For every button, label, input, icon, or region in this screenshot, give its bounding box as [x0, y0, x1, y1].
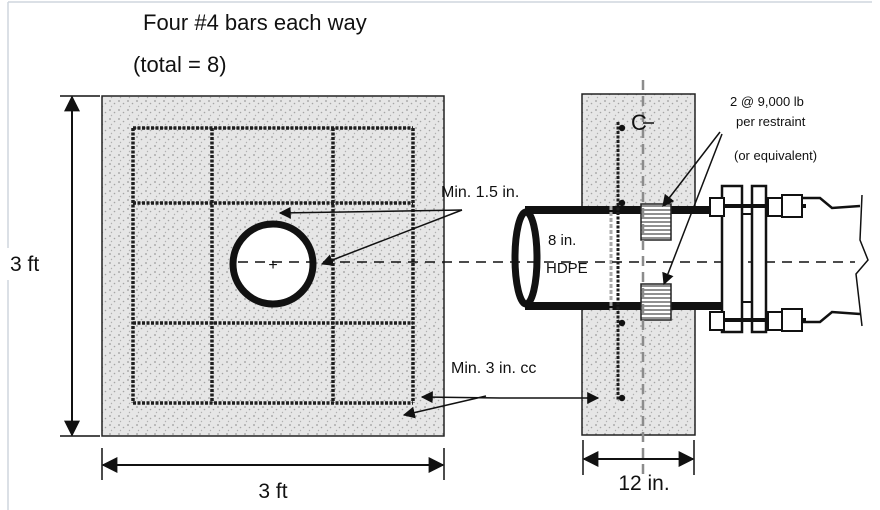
pipe-material-label: HDPE	[546, 260, 588, 277]
pipe-interior	[527, 214, 640, 302]
restraint-label-line-2: per restraint	[736, 114, 806, 129]
pipe-size-label: 8 in.	[548, 232, 576, 249]
leader-min-clear-2	[320, 209, 463, 266]
bolt-head-top	[781, 194, 803, 218]
title-line-1: Four #4 bars each way	[143, 10, 367, 35]
leader-restraint-bottom	[662, 133, 723, 286]
bolt-nut-top-right	[767, 197, 783, 217]
restraint-top	[640, 203, 672, 241]
pipe-opening	[229, 220, 317, 308]
center-mark: +	[268, 257, 277, 274]
bolt-nut-top-left	[709, 197, 725, 217]
min-spacing-label: Min. 3 in. cc	[451, 360, 536, 377]
leader-min-spacing-2	[402, 395, 487, 419]
pipe-end	[511, 208, 541, 308]
flange-assembly	[709, 184, 869, 334]
flange-left	[720, 184, 744, 334]
width-dimension-label: 3 ft	[258, 480, 287, 503]
flange-right	[750, 184, 768, 334]
height-label-bg	[4, 248, 52, 280]
height-dimension-label: 3 ft	[10, 253, 39, 276]
downstream-pipe-bottom	[802, 310, 861, 324]
downstream-pipe-top	[802, 196, 861, 210]
bolt-nut-bottom-right	[767, 311, 783, 331]
break-line	[855, 194, 869, 327]
thickness-dimension-label: 12 in.	[618, 472, 669, 495]
restraint-label-line-3: (or equivalent)	[734, 148, 817, 163]
min-clear-label: Min. 1.5 in.	[441, 184, 519, 201]
bolt-head-bottom	[781, 308, 803, 332]
restraint-bottom	[640, 283, 672, 321]
restraint-label-line-1: 2 @ 9,000 lb	[730, 94, 804, 109]
leader-min-spacing-1	[420, 391, 501, 404]
section-rebar-dots	[618, 124, 626, 402]
leader-restraint-top	[662, 131, 721, 207]
centerline-symbol: C	[631, 110, 647, 135]
bolt-nut-bottom-left	[709, 311, 725, 331]
title-line-2: (total = 8)	[133, 52, 227, 77]
leader-min-clear-1	[278, 206, 463, 219]
pipe-walls	[525, 206, 640, 310]
